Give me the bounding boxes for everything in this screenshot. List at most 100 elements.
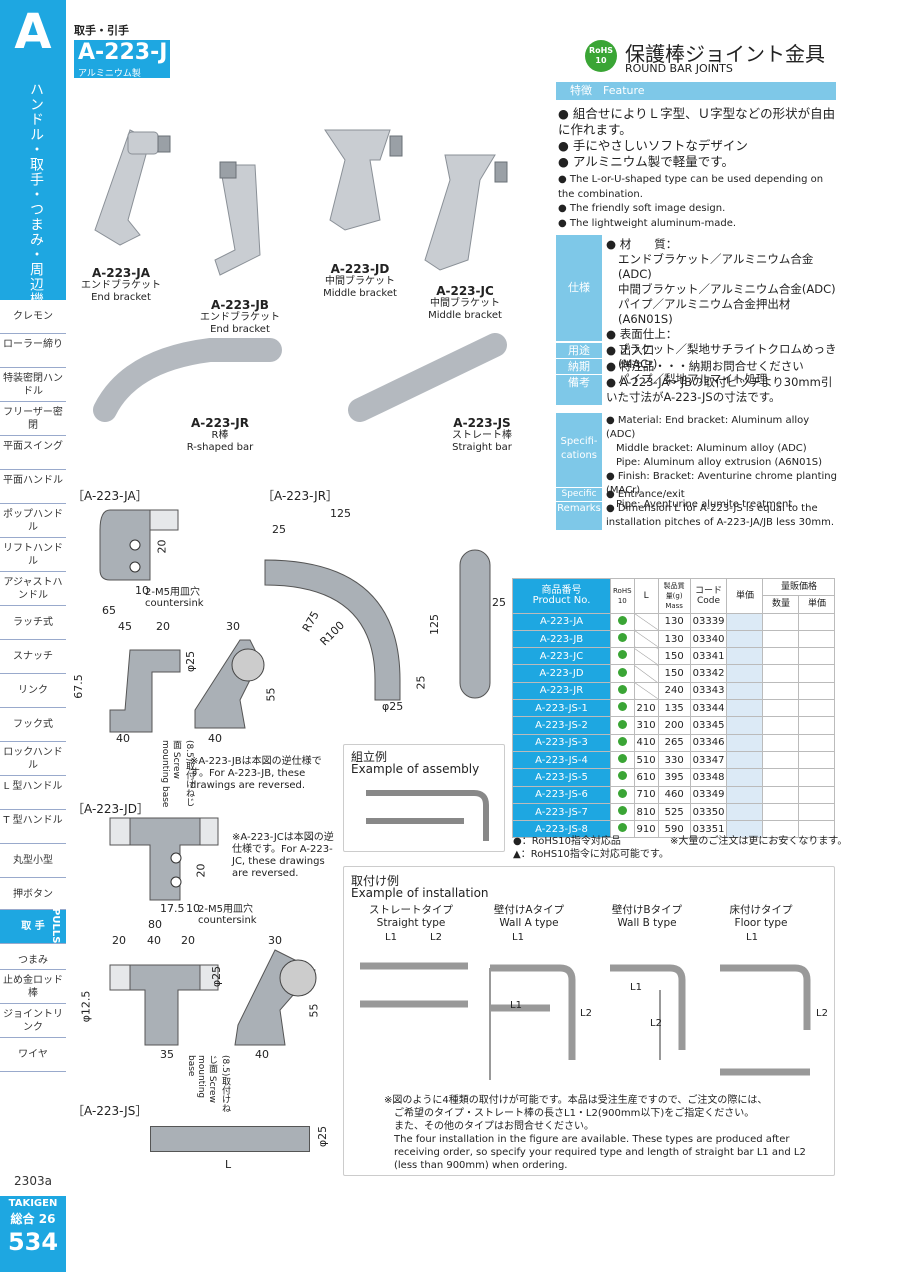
cell-L [633, 681, 659, 701]
spec-en-line-0: ● Material: End bracket: Aluminum alloy … [606, 415, 810, 440]
dim-jd-55: 55 [307, 1003, 321, 1018]
cell-price [726, 768, 764, 787]
inst-label-l1-c: L1 [510, 1000, 522, 1011]
sidebar-item-7[interactable]: リフトハンドル [0, 538, 66, 572]
cell-unit [798, 664, 836, 683]
sidebar-item-4[interactable]: 平面スイング [0, 436, 66, 470]
installation-note-line-3: The four installation in the figure are … [394, 1134, 790, 1145]
spec-en-line-1: Middle bracket: Aluminum alloy (ADC) [616, 443, 807, 454]
sidebar-item-19[interactable]: つまみ [0, 944, 66, 970]
rohs-dot-icon [617, 667, 627, 677]
dim-ja-55: 55 [264, 687, 278, 702]
catalog-code: 2303a [14, 1174, 52, 1188]
sidebar-item-10[interactable]: スナッチ [0, 640, 66, 674]
sidebar-item-15[interactable]: T 型ハンドル [0, 810, 66, 844]
sidebar-item-20[interactable]: 止め金ロッド棒 [0, 970, 66, 1004]
sidebar-item-2[interactable]: 特装密閉ハンドル [0, 368, 66, 402]
inst-label-l1-a: L1 [385, 932, 397, 943]
screw-mounting-jd: (8.5)取付けねじ面 Screw mounting base [186, 1055, 230, 1113]
cell-qty [762, 664, 800, 683]
installation-note-line-4: receiving order, so specify your require… [394, 1147, 806, 1158]
cell-L: 410 [633, 733, 659, 752]
assembly-box [343, 744, 505, 852]
spec-en-label: Specifi-cations [556, 413, 602, 487]
cell-rohs [610, 785, 635, 804]
th-L: L [633, 578, 659, 614]
sidebar-item-21[interactable]: ジョイントリンク [0, 1004, 66, 1038]
th-qty: 数量 [762, 595, 800, 614]
dim-jr-25v: 25 [414, 675, 428, 690]
cell-price [726, 716, 764, 735]
cell-product-no: A-223-JS-6 [512, 785, 611, 804]
rohs-dot-icon [617, 771, 627, 781]
sidebar-item-17[interactable]: 押ボタン [0, 878, 66, 910]
cell-code: 03343 [689, 681, 728, 701]
inst-label-l2-b: L2 [580, 1008, 592, 1019]
spec-en-line-3: ● Finish: Bracket: Aventurine chrome pla… [606, 471, 837, 496]
pulls-label: PULLS [50, 908, 61, 944]
cell-mass: 460 [657, 785, 691, 804]
cell-L [633, 629, 659, 649]
cell-mass: 130 [657, 629, 691, 649]
cell-unit [798, 733, 836, 752]
rohs-dot-icon [617, 754, 627, 764]
ja-drawing-title: ［A-223-JA］ [72, 489, 148, 503]
sidebar-item-1[interactable]: ローラー締り [0, 334, 66, 368]
dim-ja-20: 20 [155, 539, 169, 554]
material-label: アルミニウム製 [78, 69, 141, 79]
cell-L [633, 647, 659, 666]
rohs-dot-icon [617, 719, 627, 729]
cell-product-no: A-223-JB [512, 629, 611, 649]
rohs-dot-icon [617, 650, 627, 660]
cell-rohs [610, 802, 635, 822]
model-box: A-223-J アルミニウム製 [74, 40, 170, 79]
dim-jd-20b: 20 [112, 934, 126, 947]
dim-ja-40b: 40 [208, 732, 222, 745]
installation-note-line-0: ※図のように4種類の取付けが可能です。本品は受注生産ですので、ご注文の際には、 [384, 1095, 768, 1106]
assembly-diagram [366, 790, 489, 841]
use-en-label: Specific use [556, 488, 602, 512]
cell-mass: 130 [657, 612, 691, 631]
cell-qty [762, 733, 800, 752]
sidebar-item-16[interactable]: 丸型小型 [0, 844, 66, 878]
spec-line-1: エンドブラケット／アルミニウム合金(ADC) [618, 252, 814, 281]
sidebar-item-8[interactable]: アジャストハンドル [0, 572, 66, 606]
sidebar-item-5[interactable]: 平面ハンドル [0, 470, 66, 504]
cell-product-no: A-223-JC [512, 647, 611, 666]
dim-js-phi25: φ25 [316, 1125, 330, 1148]
spec-en-line-4: Pipe: Aventurine alumite treatment [616, 499, 793, 510]
rohs-dot-icon [617, 615, 627, 625]
installation-note-line-5: (less than 900mm) when ordering. [394, 1160, 568, 1171]
category-label: 取手・引手 [74, 24, 129, 37]
sidebar-item-12[interactable]: フック式 [0, 708, 66, 742]
sidebar-item-3[interactable]: フリーザー密閉 [0, 402, 66, 436]
cell-product-no: A-223-JS-7 [512, 802, 611, 822]
dim-js-L: L [225, 1158, 232, 1171]
sidebar-item-6[interactable]: ポップハンドル [0, 504, 66, 538]
inst-label-l1-b: L1 [512, 932, 524, 943]
dim-jd-40b: 40 [255, 1048, 269, 1061]
cell-mass: 150 [657, 647, 691, 666]
assembly-title-jp: 組立例 [351, 750, 388, 764]
th-unit: 単価 [798, 595, 836, 614]
cell-mass: 590 [657, 820, 691, 839]
cell-unit [798, 629, 836, 649]
cell-price [726, 750, 764, 770]
sidebar-item-11[interactable]: リンク [0, 674, 66, 708]
inst-label-l2-a: L2 [430, 932, 442, 943]
sidebar-item-22[interactable]: ワイヤ [0, 1038, 66, 1072]
sidebar-item-0[interactable]: クレモン [0, 300, 66, 334]
dim-jd-10: 10 [186, 902, 200, 915]
page-number: 534 [7, 1228, 59, 1256]
jr-drawing-title: ［A-223-JR］ [262, 489, 339, 503]
sidebar-item-18[interactable]: 取 手 [0, 910, 66, 944]
sidebar-item-13[interactable]: ロックハンドル [0, 742, 66, 776]
dim-ja-20b: 20 [156, 620, 170, 633]
sidebar-item-9[interactable]: ラッチ式 [0, 606, 66, 640]
sidebar-item-14[interactable]: L 型ハンドル [0, 776, 66, 810]
